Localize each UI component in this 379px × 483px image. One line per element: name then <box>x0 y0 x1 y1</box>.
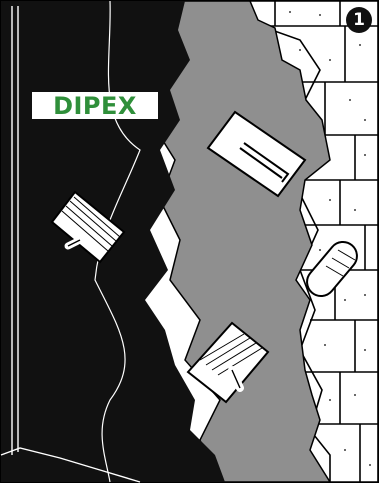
dipex-logo: DIPEX <box>32 92 158 119</box>
step-number: 1 <box>353 10 365 30</box>
step-number-badge: 1 <box>346 7 372 33</box>
logo-text: DIPEX <box>53 94 137 118</box>
